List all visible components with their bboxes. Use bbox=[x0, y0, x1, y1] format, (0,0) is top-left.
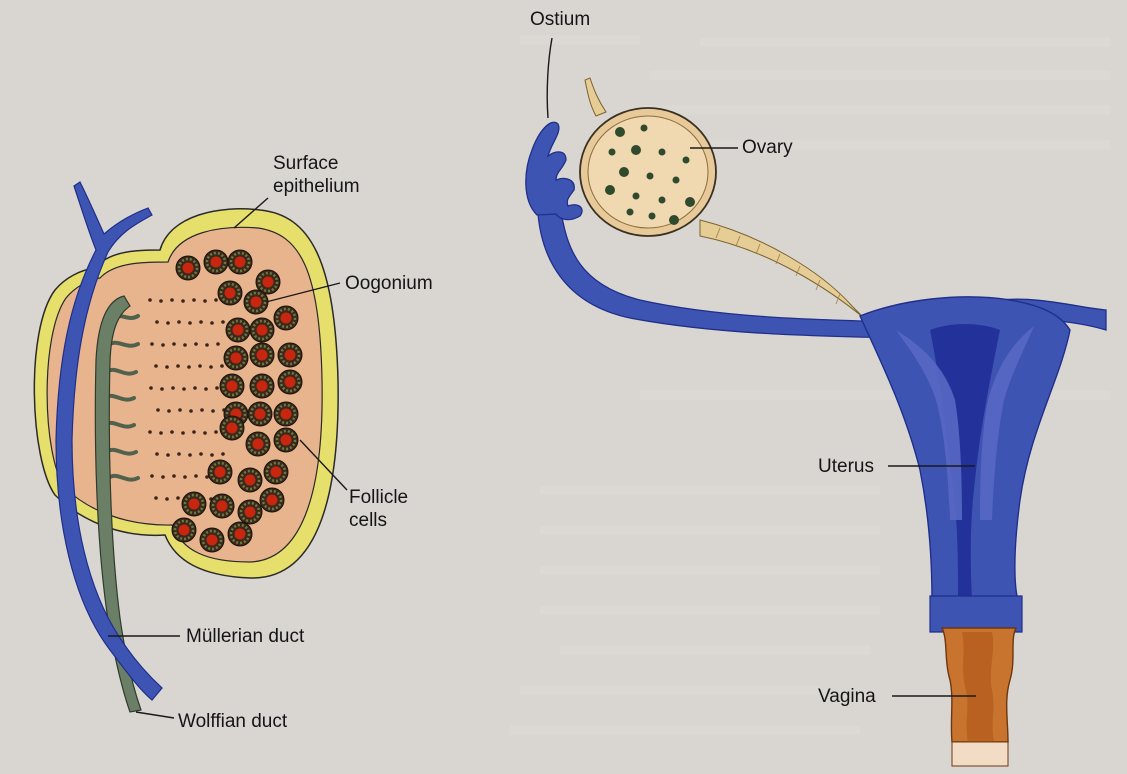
ovarian-follicle bbox=[647, 173, 654, 180]
leader-ostium bbox=[547, 38, 552, 118]
ovarian-follicle bbox=[673, 177, 680, 184]
ovarian-ligament bbox=[700, 220, 864, 318]
ovarian-follicle bbox=[669, 215, 679, 225]
ovarian-follicle bbox=[659, 197, 666, 204]
label-surface-epithelium: Surface epithelium bbox=[273, 152, 360, 198]
ovarian-follicle bbox=[619, 167, 629, 177]
ovarian-follicle bbox=[631, 145, 641, 155]
ovarian-follicle bbox=[609, 149, 616, 156]
ostium-fimbriae bbox=[526, 122, 582, 219]
ovarian-follicle bbox=[685, 197, 695, 207]
label-ostium: Ostium bbox=[530, 8, 590, 31]
label-mullerian-duct: Müllerian duct bbox=[186, 625, 304, 648]
ovarian-follicle bbox=[641, 125, 648, 132]
ovarian-follicle bbox=[615, 127, 625, 137]
ovarian-follicle bbox=[683, 157, 690, 164]
label-wolffian-duct: Wolffian duct bbox=[178, 710, 287, 733]
label-vagina: Vagina bbox=[818, 685, 876, 708]
ovarian-follicle bbox=[605, 185, 615, 195]
label-ovary: Ovary bbox=[742, 136, 793, 159]
ovarian-follicle bbox=[649, 213, 656, 220]
ovarian-follicle bbox=[633, 193, 640, 200]
cervix bbox=[930, 596, 1022, 632]
label-follicle-cells: Follicle cells bbox=[349, 486, 408, 532]
label-uterus: Uterus bbox=[818, 455, 874, 478]
ovarian-follicle bbox=[627, 209, 634, 216]
label-oogonium: Oogonium bbox=[345, 272, 433, 295]
ovarian-follicle bbox=[659, 149, 666, 156]
